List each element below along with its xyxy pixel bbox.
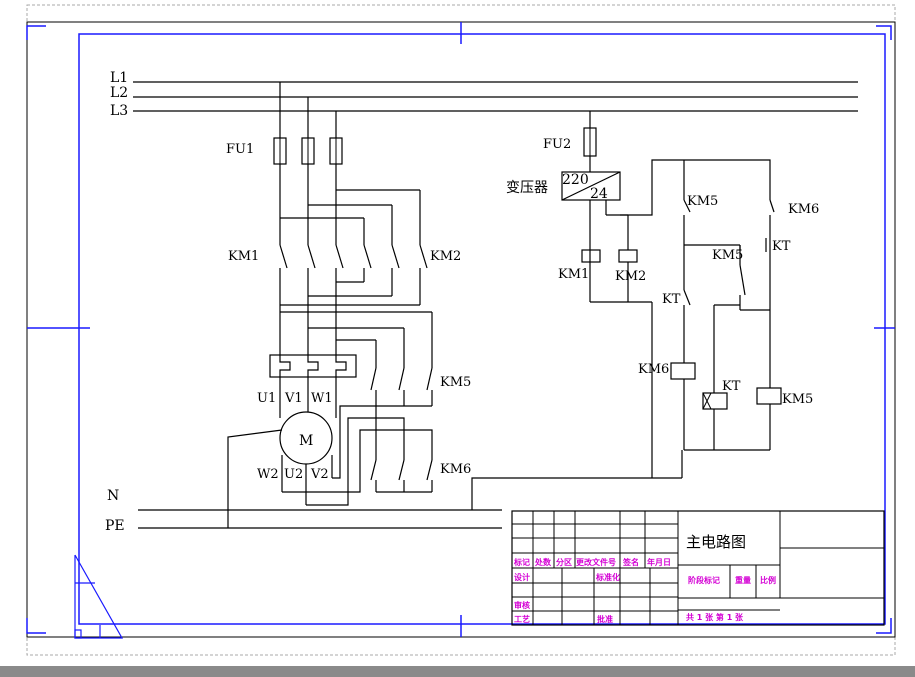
bus-label-l1: L1 xyxy=(110,70,128,86)
label-v2: V2 xyxy=(310,467,329,482)
bus-label-l3: L3 xyxy=(110,103,128,119)
label-km5-contact: KM5 xyxy=(687,194,718,209)
bus-lines xyxy=(133,81,858,529)
coil-km6 xyxy=(670,362,696,380)
coil-km5 xyxy=(756,387,782,405)
label-km1: KM1 xyxy=(228,249,259,264)
km5-main-contacts xyxy=(370,367,433,406)
main-circuit xyxy=(227,82,682,528)
label-km2: KM2 xyxy=(430,249,461,264)
label-transformer-secondary: 24 xyxy=(590,186,608,202)
label-km6-contact: KM6 xyxy=(788,202,819,217)
centering-marks xyxy=(26,22,895,637)
coil-km1 xyxy=(581,249,601,263)
outer-frame xyxy=(26,21,896,638)
inner-frame xyxy=(78,33,886,625)
label-km2-coil: KM2 xyxy=(615,269,646,284)
label-km6-coil: KM6 xyxy=(638,362,669,377)
label-km5-coil: KM5 xyxy=(782,392,813,407)
tb-design: 设计 xyxy=(514,572,530,582)
label-v1: V1 xyxy=(284,391,303,406)
label-transformer-primary: 220 xyxy=(562,172,589,188)
label-kt-contact: KT xyxy=(772,239,791,254)
bottom-status-bar xyxy=(0,666,915,677)
label-kt-coil: KT xyxy=(722,379,741,394)
label-w1: W1 xyxy=(311,391,333,406)
km6-main-contacts xyxy=(370,459,433,493)
tb-header-date: 年月日 xyxy=(647,557,671,567)
bus-label-l2: L2 xyxy=(110,85,128,101)
label-kt-contact-2: KT xyxy=(662,292,681,307)
label-km6-main: KM6 xyxy=(440,462,471,477)
tb-header-docno: 更改文件号 xyxy=(576,557,616,567)
tb-approve: 批准 xyxy=(597,614,613,624)
tb-review: 审核 xyxy=(514,600,530,610)
tb-standard: 标准化 xyxy=(595,572,620,582)
label-w2: W2 xyxy=(257,467,279,482)
label-km5-main: KM5 xyxy=(440,375,471,390)
label-motor: M xyxy=(299,433,313,449)
title-block xyxy=(511,510,885,626)
tb-header-sign: 签名 xyxy=(622,557,639,567)
tb-header-zone: 分区 xyxy=(556,557,572,567)
tb-sheets: 共 1 张 第 1 张 xyxy=(686,612,744,622)
tb-header-mark: 标记 xyxy=(513,557,530,567)
label-u1: U1 xyxy=(257,391,276,406)
label-transformer: 变压器 xyxy=(506,180,548,196)
orientation-triangle-icon xyxy=(74,554,124,639)
coil-kt xyxy=(702,392,728,410)
label-km5-contact-2: KM5 xyxy=(712,248,743,263)
label-fu2: FU2 xyxy=(543,137,571,152)
label-km1-coil: KM1 xyxy=(558,267,589,282)
control-circuit xyxy=(561,111,782,478)
thermal-relay xyxy=(269,354,357,378)
coil-km2 xyxy=(618,249,638,263)
tb-scale: 比例 xyxy=(760,575,776,585)
transformer xyxy=(561,171,621,201)
tb-weight: 重量 xyxy=(735,575,751,585)
km2-contacts xyxy=(363,244,428,305)
title-block-title: 主电路图 xyxy=(686,533,746,551)
km1-contacts xyxy=(279,244,344,296)
tb-stage: 阶段标记 xyxy=(688,575,720,585)
tb-process: 工艺 xyxy=(514,614,530,624)
sheet-border xyxy=(26,4,896,656)
bus-label-pe: PE xyxy=(105,518,125,534)
label-u2: U2 xyxy=(284,467,303,482)
bus-label-n: N xyxy=(107,488,119,504)
label-fu1: FU1 xyxy=(226,142,254,157)
tb-header-count: 处数 xyxy=(534,557,552,567)
